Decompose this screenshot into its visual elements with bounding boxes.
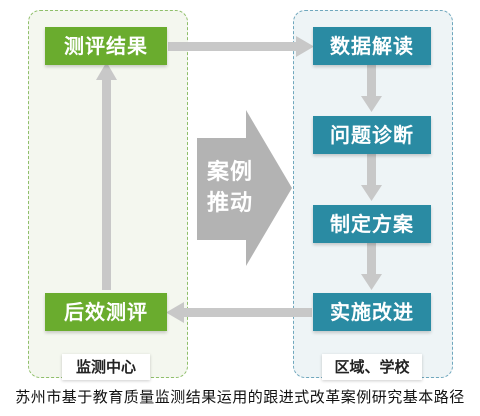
arrow-evaluation-to-results: [96, 62, 117, 290]
figure-caption: 苏州市基于教育质量监测结果运用的跟进式改革案例研究基本路径: [15, 388, 465, 406]
arrow-interpretation-to-diagnosis: [361, 64, 382, 112]
make-plan-box: 制定方案: [313, 205, 431, 243]
center-text-line1: 案例: [206, 160, 253, 185]
region-school-label: 区域、学校: [322, 354, 422, 380]
arrow-plan-to-improvement: [361, 242, 382, 290]
problem-diagnosis-box: 问题诊断: [313, 116, 431, 154]
arrow-diagnosis-to-plan: [361, 153, 382, 201]
follow-up-evaluation-box: 后效测评: [45, 293, 167, 331]
case-driven-big-arrow: [197, 110, 292, 266]
implement-improvement-box: 实施改进: [313, 293, 431, 331]
center-text-line2: 推动: [206, 191, 253, 216]
arrow-results-to-interpretation: [168, 36, 314, 57]
data-interpretation-box: 数据解读: [313, 27, 431, 65]
monitoring-center-label: 监测中心: [62, 354, 150, 380]
evaluation-results-box: 测评结果: [45, 27, 167, 65]
arrow-improvement-to-evaluation: [166, 302, 312, 323]
